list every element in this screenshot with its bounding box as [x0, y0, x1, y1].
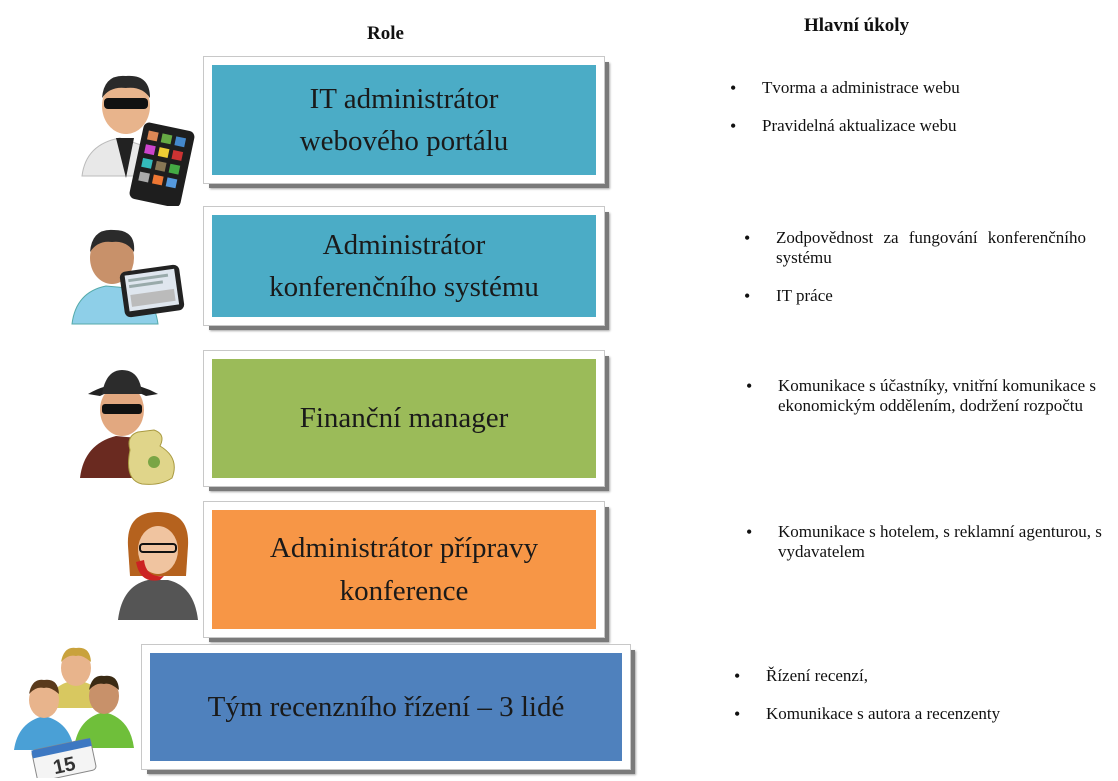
tasks-header: Hlavní úkoly	[804, 15, 910, 36]
role-label-line: Finanční manager	[299, 402, 509, 435]
role-box-review-team: Tým recenzního řízení – 3 lidé	[141, 644, 631, 770]
finance-manager-moneybag-icon	[80, 370, 175, 485]
role-label-line: webového portálu	[299, 125, 509, 157]
role-label-line: Administrátor přípravy	[269, 532, 539, 565]
role-label-line: konferenčního systému	[269, 271, 539, 303]
task-item: Tvorma a administrace webu	[730, 78, 1102, 98]
task-item: Komunikace s autora a recenzenty	[734, 704, 1116, 724]
task-item: Pravidelná aktualizace webu	[730, 116, 1102, 136]
role-header: Role	[367, 23, 404, 44]
team-calendar-icon: 15	[14, 647, 134, 778]
task-item: Zodpovědnost za fungování konferenčního …	[744, 228, 1086, 268]
role-box-preparation-admin: Administrátor přípravy konference	[203, 501, 605, 638]
role-label-line: konference	[339, 574, 469, 607]
calendar-day: 15	[51, 753, 77, 778]
role-label-line: IT administrátor	[309, 82, 499, 115]
role-box-finance-manager: Finanční manager	[203, 350, 605, 487]
task-item: Komunikace s hotelem, s reklamní agentur…	[746, 522, 1118, 562]
role-label-line: Tým recenzního řízení – 3 lidé	[207, 690, 565, 723]
woman-phone-icon	[118, 512, 198, 620]
task-item: Řízení recenzí,	[734, 666, 1116, 686]
role-box-it-admin: IT administrátor webového portálu	[203, 56, 605, 184]
tasks-list-review: Řízení recenzí, Komunikace s autora a re…	[734, 666, 1116, 742]
tasks-list-finance: Komunikace s účastníky, vnitřní komunika…	[746, 376, 1113, 434]
role-label-line: Administrátor	[322, 228, 486, 261]
it-admin-tablet-icon	[81, 75, 195, 206]
tasks-list-it-admin: Tvorma a administrace webu Pravidelná ak…	[730, 78, 1102, 154]
tasks-list-conference-admin: Zodpovědnost za fungování konferenčního …	[744, 228, 1086, 324]
task-item: Komunikace s účastníky, vnitřní komunika…	[746, 376, 1113, 416]
admin-tablet-icon	[71, 229, 185, 325]
tasks-list-preparation: Komunikace s hotelem, s reklamní agentur…	[746, 522, 1118, 580]
role-box-conference-admin: Administrátor konferenčního systému	[203, 206, 605, 326]
task-item: IT práce	[744, 286, 1086, 306]
